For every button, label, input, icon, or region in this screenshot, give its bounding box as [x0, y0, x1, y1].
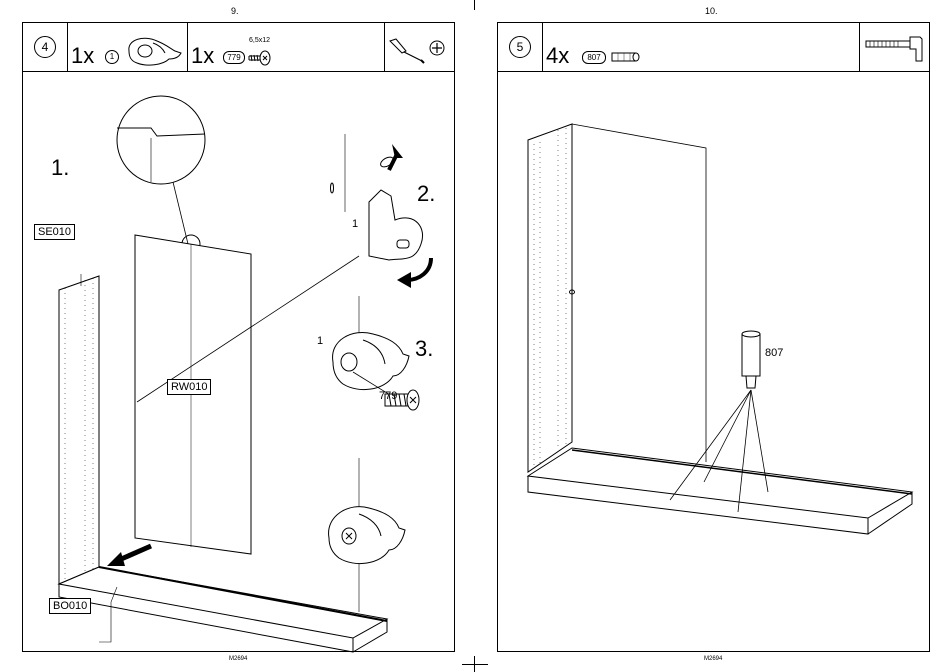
assembly-illustration-step4	[23, 72, 454, 651]
part-quantity: 1x	[71, 43, 94, 69]
phillips-head-icon	[428, 39, 446, 57]
substep-1-label: 1.	[51, 155, 69, 181]
part-cell-screw: 1x 779 6,5x12	[187, 23, 385, 71]
crop-mark-bottom-h	[462, 664, 488, 665]
step-cell: 5	[498, 23, 543, 71]
substep-3-label: 3.	[415, 336, 433, 362]
panel-label-bottom: BO010	[49, 598, 91, 614]
step-number: 5	[509, 36, 531, 58]
screw-spec: 6,5x12	[249, 37, 270, 44]
detail-zoom-circle	[117, 96, 205, 184]
hammer-icon	[864, 35, 926, 65]
callout-hook-a: 1	[352, 218, 358, 230]
part-quantity: 4x	[546, 43, 569, 69]
tools-cell	[384, 23, 454, 71]
panel-label-side: SE010	[34, 224, 75, 240]
side-panel-shape	[59, 276, 99, 584]
substep-2-label: 2.	[417, 181, 435, 207]
callout-hook-b: 1	[317, 335, 323, 347]
screw-icon	[247, 48, 277, 68]
dowel-icon	[610, 49, 644, 65]
part-cell-hook: 1x 1	[67, 23, 188, 71]
parts-header: 4 1x 1 1x 779 6,5x12	[23, 23, 454, 72]
step-number: 4	[34, 36, 56, 58]
hook-assembled-shape	[329, 507, 405, 564]
side-panel-shape	[528, 124, 572, 472]
panel-label-back: RW010	[167, 379, 211, 395]
page-number-right: 10.	[705, 6, 718, 16]
crop-mark-top	[474, 0, 475, 10]
part-cell-dowel: 4x 807	[542, 23, 854, 71]
instruction-panel-left: 4 1x 1 1x 779 6,5x12	[22, 22, 455, 652]
assembly-illustration-step5	[498, 72, 929, 651]
parts-header: 5 4x 807	[498, 23, 929, 72]
hook-bracket-icon	[123, 33, 183, 67]
part-code-badge: 1	[105, 50, 119, 64]
footer-code-left: M2694	[229, 656, 247, 662]
callout-screw: 779	[379, 390, 397, 402]
page-number-left: 9.	[231, 6, 239, 16]
hook-step2-shape	[369, 190, 423, 260]
part-quantity: 1x	[191, 43, 214, 69]
part-code-badge: 807	[582, 51, 606, 64]
part-code-badge: 779	[223, 51, 245, 64]
callout-dowel: 807	[765, 347, 783, 359]
hook-step3-shape	[333, 332, 409, 389]
bottom-panel-shape	[528, 448, 912, 518]
dowel-shape	[742, 334, 760, 376]
step-cell: 4	[23, 23, 68, 71]
screwdriver-icon	[388, 37, 426, 65]
instruction-panel-right: 5 4x 807	[497, 22, 930, 652]
footer-code-right: M2694	[704, 656, 722, 662]
tools-cell	[859, 23, 930, 71]
